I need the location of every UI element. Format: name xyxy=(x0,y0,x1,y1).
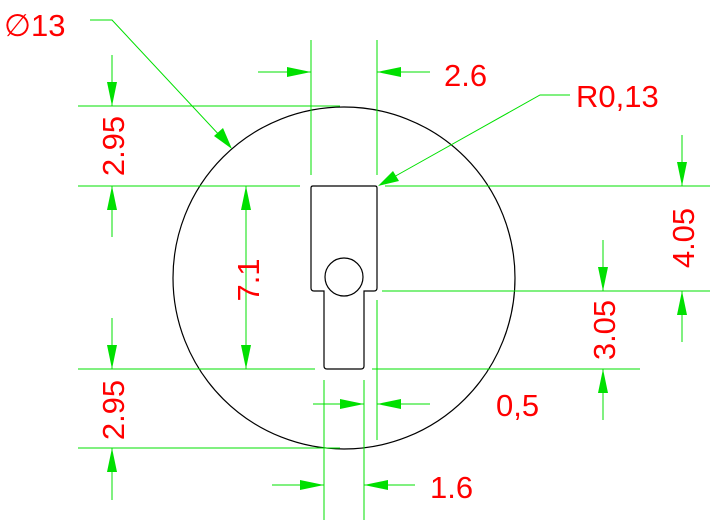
diameter-label: ∅13 xyxy=(4,8,66,43)
slot-outline xyxy=(310,185,378,370)
extension-lines xyxy=(78,40,710,520)
radius-label: R0,13 xyxy=(576,79,659,114)
dimension-labels: ∅13 2.6 R0,13 2.95 7.1 4.05 3.05 2.95 0,… xyxy=(4,8,701,505)
part-geometry xyxy=(172,106,516,450)
slot-width-top-label: 2.6 xyxy=(444,58,487,93)
lower-height-label: 3.05 xyxy=(587,300,622,360)
upper-height-label: 4.05 xyxy=(666,208,701,268)
step-label: 0,5 xyxy=(496,388,539,423)
dimension-lines xyxy=(90,19,687,500)
hole-circle xyxy=(324,257,364,297)
slot-length-label: 7.1 xyxy=(231,258,266,301)
slot-width-bottom-label: 1.6 xyxy=(430,470,473,505)
top-offset-label: 2.95 xyxy=(96,116,131,176)
bottom-offset-label: 2.95 xyxy=(96,380,131,440)
outer-circle xyxy=(172,106,516,450)
